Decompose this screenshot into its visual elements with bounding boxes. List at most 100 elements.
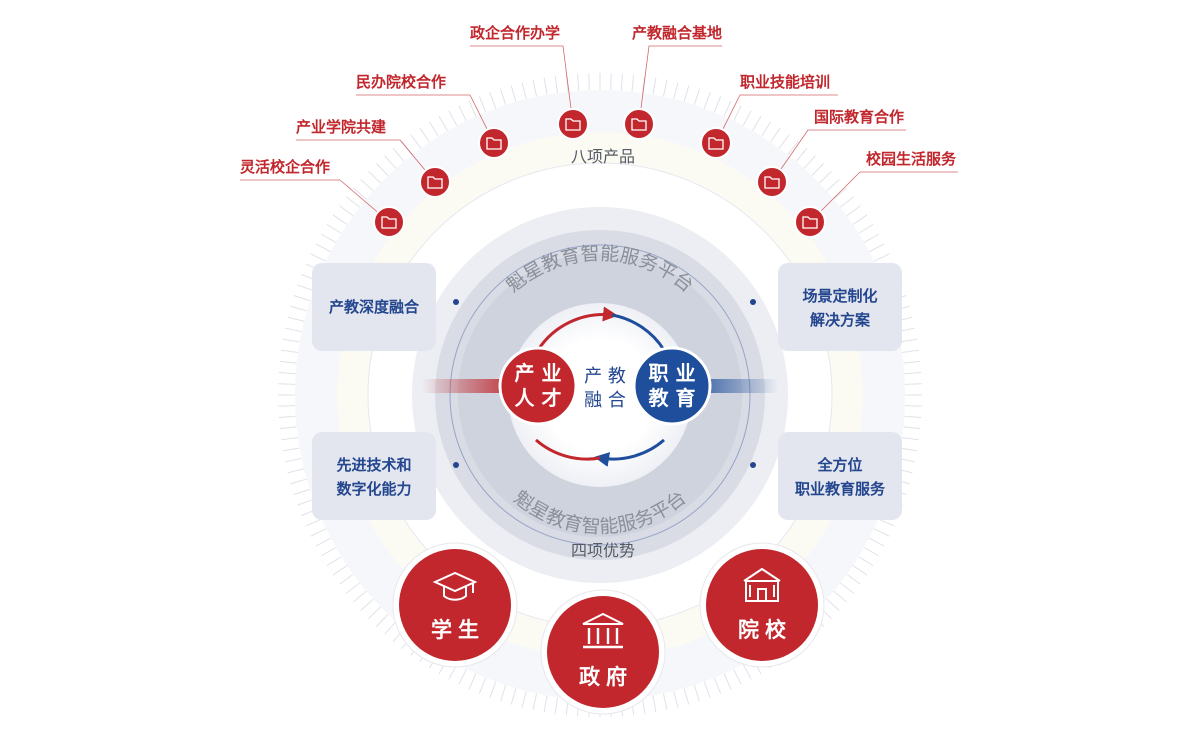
tick-mark <box>284 457 302 463</box>
tick-mark <box>315 537 331 547</box>
tick-mark <box>863 233 880 243</box>
product-8: 校园生活服务 <box>794 150 958 238</box>
tick-mark <box>543 77 548 95</box>
svg-text:教 育: 教 育 <box>649 386 696 410</box>
tick-mark <box>326 223 342 234</box>
tick-mark <box>620 73 623 91</box>
tick-mark <box>468 673 477 690</box>
tick-mark <box>458 668 467 685</box>
tick-mark <box>683 85 690 102</box>
tick-mark <box>345 582 360 594</box>
tick-mark <box>869 243 885 253</box>
tick-mark <box>723 673 732 690</box>
tick-mark <box>297 498 314 506</box>
vocational-education-bubble: 职 业 教 育 <box>632 346 712 426</box>
svg-text:全方位: 全方位 <box>816 456 862 474</box>
advantage-box-1: 产教深度融合 <box>312 263 436 351</box>
tick-mark <box>489 92 497 109</box>
tick-mark <box>833 590 847 603</box>
tick-mark <box>287 316 305 322</box>
tick-mark <box>873 528 890 537</box>
svg-text:职业教育服务: 职业教育服务 <box>795 480 886 498</box>
advantage-box-3: 先进技术和 数字化能力 <box>312 432 436 520</box>
tick-mark <box>795 148 808 162</box>
industry-bar <box>422 379 512 393</box>
tick-mark <box>819 170 832 184</box>
tick-mark <box>326 556 342 567</box>
tick-mark <box>904 383 922 385</box>
tick-mark <box>863 547 880 557</box>
tick-mark <box>742 110 752 126</box>
tick-mark <box>846 573 861 585</box>
folder-icon <box>764 176 780 189</box>
tick-mark <box>811 163 825 176</box>
tick-mark <box>287 468 305 474</box>
svg-text:政企合作办学: 政企合作办学 <box>470 24 560 42</box>
tick-mark <box>339 205 354 217</box>
tick-mark <box>852 565 868 576</box>
tick-mark <box>478 96 487 113</box>
tick-mark <box>384 155 397 169</box>
tick-mark <box>310 528 327 537</box>
tick-mark <box>904 405 922 407</box>
tick-mark <box>742 664 752 680</box>
tick-mark <box>419 127 430 143</box>
tick-mark <box>778 134 790 149</box>
tick-mark <box>610 73 612 91</box>
tick-mark <box>713 96 722 113</box>
tick-mark <box>278 372 296 375</box>
svg-text:人 才: 人 才 <box>515 386 562 410</box>
guide-dot <box>453 299 459 305</box>
tick-mark <box>290 305 307 312</box>
tick-mark <box>683 688 690 705</box>
tick-mark <box>554 696 559 714</box>
industry-education-label-2: 融 合 <box>584 390 626 411</box>
svg-text:产教深度融合: 产教深度融合 <box>329 298 420 316</box>
student-circle: 学生 <box>392 542 518 668</box>
tick-mark <box>878 518 895 527</box>
svg-text:先进技术和: 先进技术和 <box>336 456 411 474</box>
tick-mark <box>869 537 885 547</box>
tick-mark <box>770 127 781 143</box>
tick-mark <box>846 205 861 217</box>
tick-mark <box>353 187 367 200</box>
guide-ring <box>449 244 751 546</box>
product-4: 政企合作办学 <box>470 24 589 140</box>
tick-mark <box>339 573 354 585</box>
tick-mark <box>532 79 538 97</box>
svg-text:职 业: 职 业 <box>649 361 696 385</box>
tick-mark <box>662 693 668 711</box>
tick-mark <box>384 621 397 635</box>
tick-mark <box>282 338 300 343</box>
government-circle: 政府 <box>540 589 666 715</box>
product-3: 民办院校合作 <box>356 73 510 159</box>
tick-mark <box>360 179 374 192</box>
center-disc <box>508 303 692 487</box>
product-2: 产业学院共建 <box>296 118 451 198</box>
tick-mark <box>279 426 297 430</box>
industry-talent-bubble: 产 业 人 才 <box>498 346 578 426</box>
tick-mark <box>858 223 874 234</box>
tick-mark <box>693 684 700 702</box>
tick-mark <box>293 295 311 302</box>
folder-icon <box>802 216 818 229</box>
tick-mark <box>904 372 922 375</box>
tick-mark <box>652 695 657 713</box>
tick-mark <box>840 582 855 594</box>
product-1: 灵活校企合作 <box>240 158 405 238</box>
tick-mark <box>293 488 311 495</box>
guide-dot <box>750 299 756 305</box>
svg-text:院校: 院校 <box>738 618 792 642</box>
tick-mark <box>375 614 389 627</box>
tick-mark <box>904 415 922 418</box>
tick-mark <box>833 187 847 200</box>
tick-mark <box>577 73 580 91</box>
guide-dot <box>453 462 459 468</box>
tick-mark <box>733 105 742 122</box>
tick-mark <box>693 88 700 106</box>
folder-icon <box>565 118 581 131</box>
cycle-arrow-bottom <box>594 438 665 467</box>
tick-mark <box>852 214 868 225</box>
tick-mark <box>375 163 389 176</box>
svg-text:解决方案: 解决方案 <box>810 311 871 329</box>
